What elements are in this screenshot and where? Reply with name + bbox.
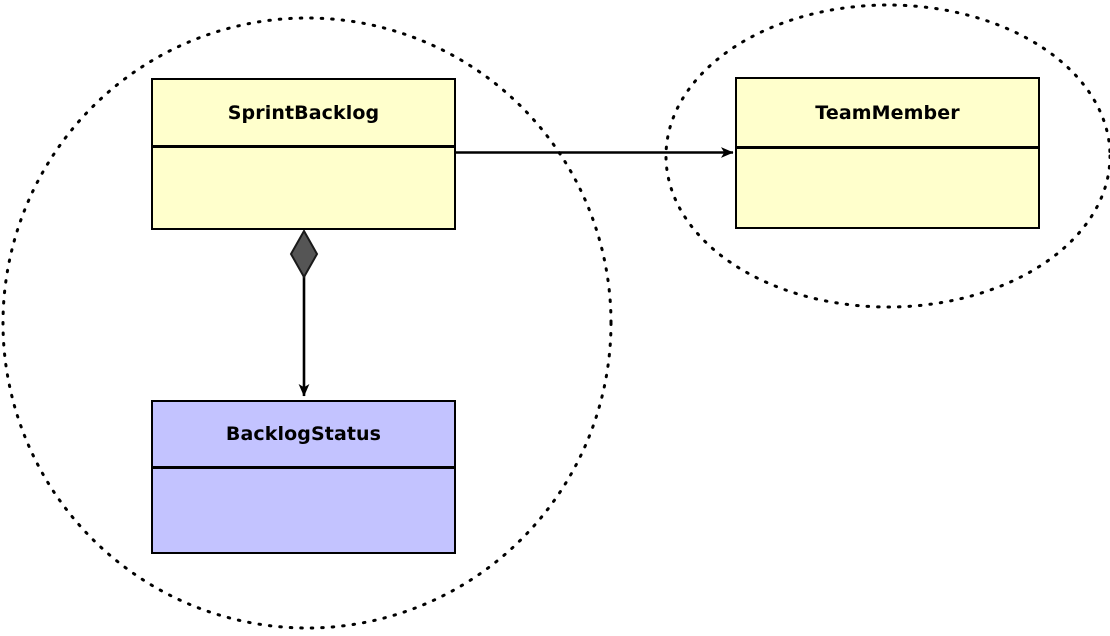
class-body-teammember — [737, 149, 1038, 227]
uml-class-backlogstatus[interactable]: BacklogStatus — [151, 400, 456, 554]
class-title-teammember: TeamMember — [815, 101, 960, 124]
class-header-backlogstatus: BacklogStatus — [153, 402, 454, 469]
class-title-sprintbacklog: SprintBacklog — [227, 101, 380, 124]
group-ellipse-left — [1, 16, 613, 630]
uml-class-sprintbacklog[interactable]: SprintBacklog — [151, 78, 456, 230]
group-ellipse-right — [664, 3, 1110, 309]
class-title-backlogstatus: BacklogStatus — [225, 423, 382, 445]
class-header-teammember: TeamMember — [737, 79, 1038, 149]
class-body-sprintbacklog — [153, 148, 454, 228]
class-body-backlogstatus — [153, 469, 454, 552]
class-header-sprintbacklog: SprintBacklog — [153, 80, 454, 148]
uml-class-teammember[interactable]: TeamMember — [735, 77, 1040, 229]
composition-diamond-icon — [289, 228, 319, 280]
